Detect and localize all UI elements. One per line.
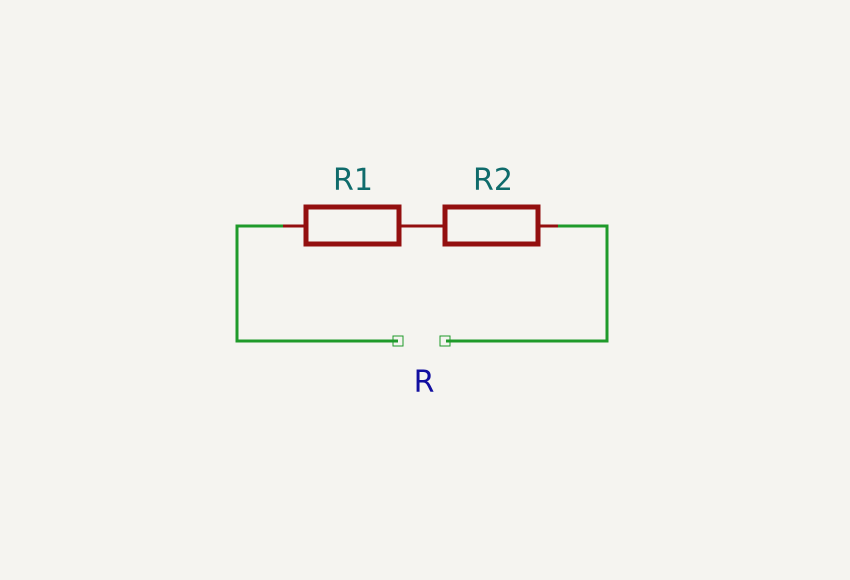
net-label: R bbox=[414, 365, 435, 400]
r1-body bbox=[303, 204, 402, 247]
r2-reference-label: R2 bbox=[473, 163, 513, 198]
r2-body bbox=[442, 204, 541, 247]
terminal-marker-right[interactable] bbox=[439, 335, 451, 347]
wire-right-loop[interactable] bbox=[446, 224, 609, 343]
r1-reference-label: R1 bbox=[333, 163, 373, 198]
terminal-marker-left[interactable] bbox=[392, 335, 404, 347]
wire-left-loop[interactable] bbox=[235, 224, 398, 343]
resistor-r2[interactable] bbox=[422, 204, 558, 247]
resistor-r1[interactable] bbox=[283, 204, 422, 247]
